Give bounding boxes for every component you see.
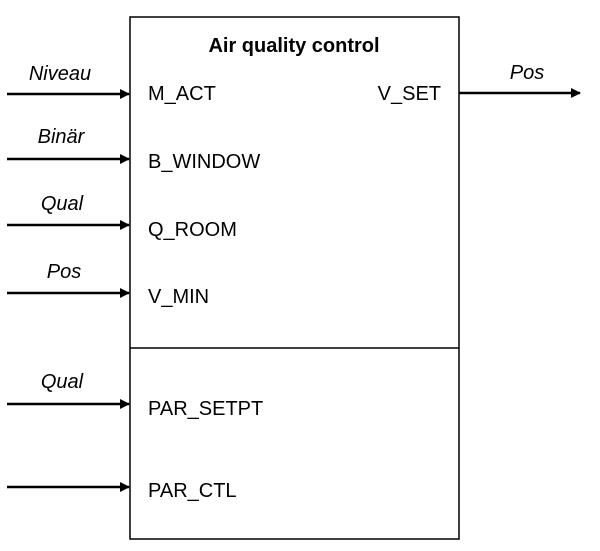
signal-label-pos-in: Pos bbox=[47, 261, 81, 283]
function-block bbox=[129, 16, 460, 540]
port-label-par-ctl: PAR_CTL bbox=[148, 480, 237, 502]
port-label-q-room: Q_ROOM bbox=[148, 219, 237, 241]
signal-label-qual-2: Qual bbox=[41, 371, 84, 393]
signal-label-pos-out: Pos bbox=[510, 62, 544, 84]
block-title: Air quality control bbox=[208, 35, 379, 57]
port-label-b-window: B_WINDOW bbox=[148, 151, 260, 173]
port-label-v-set: V_SET bbox=[378, 83, 441, 105]
signal-label-binar: Binär bbox=[38, 126, 86, 148]
port-label-v-min: V_MIN bbox=[148, 286, 209, 308]
port-label-par-setpt: PAR_SETPT bbox=[148, 398, 263, 420]
signal-label-niveau: Niveau bbox=[29, 63, 91, 85]
signal-label-qual-1: Qual bbox=[41, 193, 84, 215]
port-label-m-act: M_ACT bbox=[148, 83, 216, 105]
